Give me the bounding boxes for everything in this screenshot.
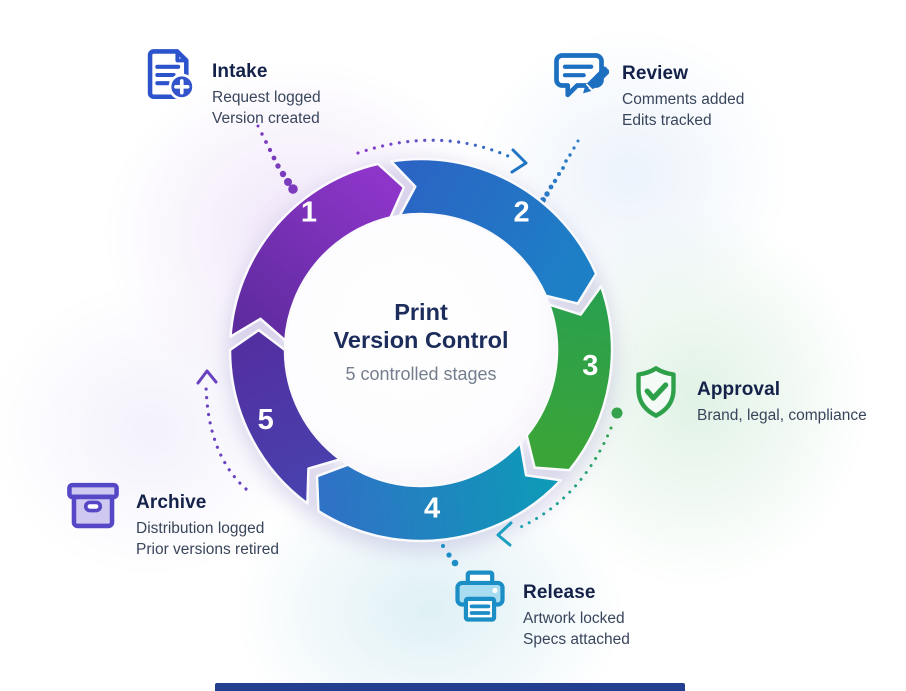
stage-title: Approval bbox=[697, 379, 781, 400]
stage-title: Archive bbox=[136, 492, 207, 513]
stage-title: Intake bbox=[212, 61, 268, 82]
connector-review-to-2 bbox=[540, 139, 580, 203]
connector-intake-to-1 bbox=[256, 124, 298, 194]
arrowhead-left-icon bbox=[496, 521, 513, 547]
stage-title: Release bbox=[523, 582, 596, 603]
comment-edit-icon bbox=[549, 48, 610, 131]
stage-title: Review bbox=[622, 63, 689, 84]
flow-arrow-archive-up bbox=[196, 369, 248, 491]
ring-inner-disc bbox=[284, 213, 558, 487]
shield-check-icon bbox=[628, 364, 684, 426]
ring-segment-1 bbox=[229, 162, 406, 342]
bottom-accent-bar bbox=[215, 683, 685, 691]
ring-segment-4 bbox=[315, 441, 562, 543]
stage-detail: Comments added bbox=[622, 91, 745, 108]
printer-icon bbox=[450, 567, 510, 650]
stage-intake: Intake Request logged Version created bbox=[141, 46, 321, 129]
stage-release: Release Artwork locked Specs attached bbox=[450, 567, 630, 650]
center-subtitle: 5 controlled stages bbox=[345, 364, 497, 384]
archive-box-icon bbox=[63, 477, 123, 560]
stage-detail: Edits tracked bbox=[622, 112, 712, 129]
ring-segment-3 bbox=[525, 284, 614, 472]
flow-arrow-3-to-4 bbox=[496, 407, 623, 547]
stage-detail: Version created bbox=[212, 110, 320, 127]
flow-arrow-1-to-2 bbox=[356, 138, 528, 174]
segment-number-1: 1 bbox=[301, 197, 317, 229]
segment-number-4: 4 bbox=[424, 493, 440, 525]
stage-ring: 1 2 3 4 5 bbox=[228, 157, 614, 543]
stage-archive: Archive Distribution logged Prior versio… bbox=[63, 477, 279, 560]
ring-segment-5 bbox=[228, 328, 342, 505]
document-add-icon bbox=[141, 46, 199, 129]
stage-review: Review Comments added Edits tracked bbox=[549, 48, 744, 131]
stage-approval: Approval Brand, legal, compliance bbox=[628, 364, 867, 426]
stage-detail: Distribution logged bbox=[136, 520, 265, 537]
stage-detail: Specs attached bbox=[523, 631, 630, 648]
arrowhead-up-icon bbox=[196, 369, 218, 385]
stage-detail: Brand, legal, compliance bbox=[697, 407, 867, 424]
segment-number-3: 3 bbox=[582, 350, 598, 382]
segment-number-5: 5 bbox=[258, 404, 274, 436]
stage-detail: Request logged bbox=[212, 89, 321, 106]
stage-detail: Prior versions retired bbox=[136, 541, 279, 558]
center-title-line1: Print bbox=[394, 299, 448, 325]
center-title-line2: Version Control bbox=[333, 327, 509, 353]
stage-detail: Artwork locked bbox=[523, 610, 625, 627]
diagram-center-label: Print Version Control 5 controlled stage… bbox=[271, 298, 571, 385]
segment-number-2: 2 bbox=[513, 197, 529, 229]
arrowhead-right-icon bbox=[510, 148, 528, 174]
ring-segment-2 bbox=[389, 157, 598, 305]
